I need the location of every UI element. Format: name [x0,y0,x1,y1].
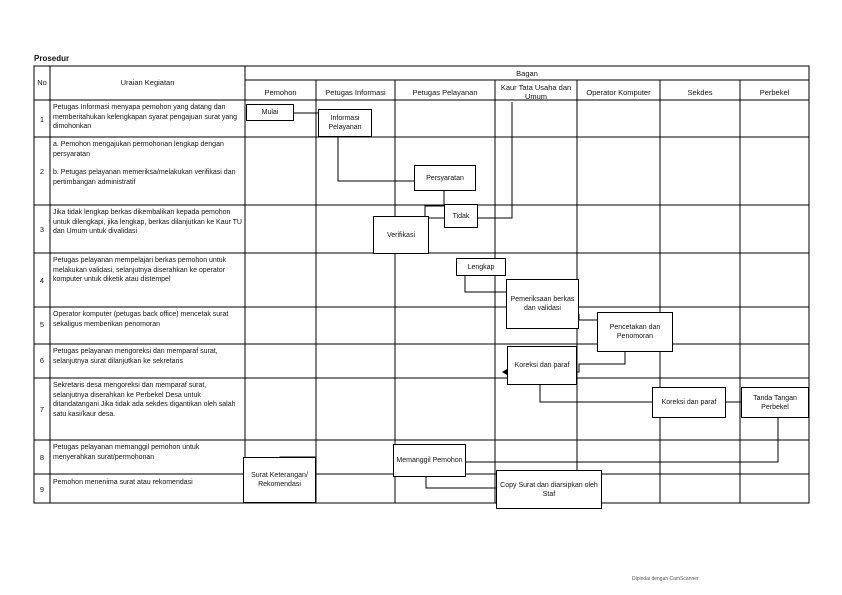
row-description: Operator komputer (petugas back office) … [53,311,229,328]
row-no: 3 [39,225,45,234]
header-uraian: Uraian Kegiatan [120,78,175,87]
flow-box-memanggil-pemohon: Memanggil Pemohon [393,444,466,477]
col-sekdes: Sekdes [687,88,713,97]
flow-box-pencetakan: Pencetakan dan Penomoran [597,312,673,352]
flow-box-mulai: Mulai [246,104,294,121]
row-description: Pemohon menenima surat atau rekomendasi [53,479,193,486]
flow-box-koreksi-paraf-1: Koreksi dan paraf [507,346,577,385]
row-description-b: b. Petugas pelayanan memeriksa/melakukan… [53,169,236,186]
flow-box-pemeriksaan: Pemeriksaan berkas dan validasi [506,279,579,329]
flow-box-tanda-tangan: Tanda Tangan Perbekel [741,387,809,418]
row-description-a: a. Pemohon mengajukan permohonan lengkap… [53,141,224,158]
flow-box-tidak: Tidak [444,204,478,228]
col-operator-komputer: Operator Komputer [586,88,651,97]
row-no: 7 [39,405,45,414]
row-description: Petugas pelayanan memanggil pemohon untu… [53,444,200,461]
flow-box-informasi-pelayanan: Informasi Pelayanan [318,109,372,137]
row-no: 6 [39,356,45,365]
row-description: Petugas pelayanan mempelajari berkas pem… [53,257,227,283]
col-pemohon: Pemohon [264,88,297,97]
col-perbekel: Perbekel [759,88,790,97]
flow-box-lengkap: Lengkap [456,258,506,276]
row-no: 5 [39,320,45,329]
col-petugas-informasi: Petugas Informasi [325,88,386,97]
row-description: Jika tidak lengkap berkas dikembalikan k… [53,209,242,235]
flow-box-surat-keterangan: Surat Keterangan/ Rekomendasi [243,457,316,503]
scanner-watermark: Dipindai dengan CamScanner [632,576,699,582]
row-no: 1 [39,115,45,124]
col-petugas-pelayanan: Petugas Pelayanan [412,88,478,97]
flow-box-koreksi-paraf-2: Koreksi dan paraf [652,387,726,418]
flow-box-copy-surat: Copy Surat dan diarsipkan oleh Staf [496,470,602,509]
flow-box-persyaratan: Persyaratan [414,165,476,191]
flow-box-verifikasi: Verifikasi [373,216,429,254]
header-no: No [37,78,47,87]
row-description: Petugas Informasi menyapa pemohon yang d… [53,104,238,130]
row-no: 4 [39,276,45,285]
row-no: 2 [39,167,45,176]
row-description: Sekretaris desa mengoreksi dan memparaf … [53,382,236,418]
page-title: Prosedur [34,54,70,63]
col-kaur-tu: Kaur Tata Usaha dan Umum [500,83,572,101]
row-description: Petugas pelayanan mengoreksi dan mempara… [53,348,218,365]
header-bagan: Bagan [516,69,538,78]
row-no: 9 [39,485,45,494]
row-no: 8 [39,453,45,462]
